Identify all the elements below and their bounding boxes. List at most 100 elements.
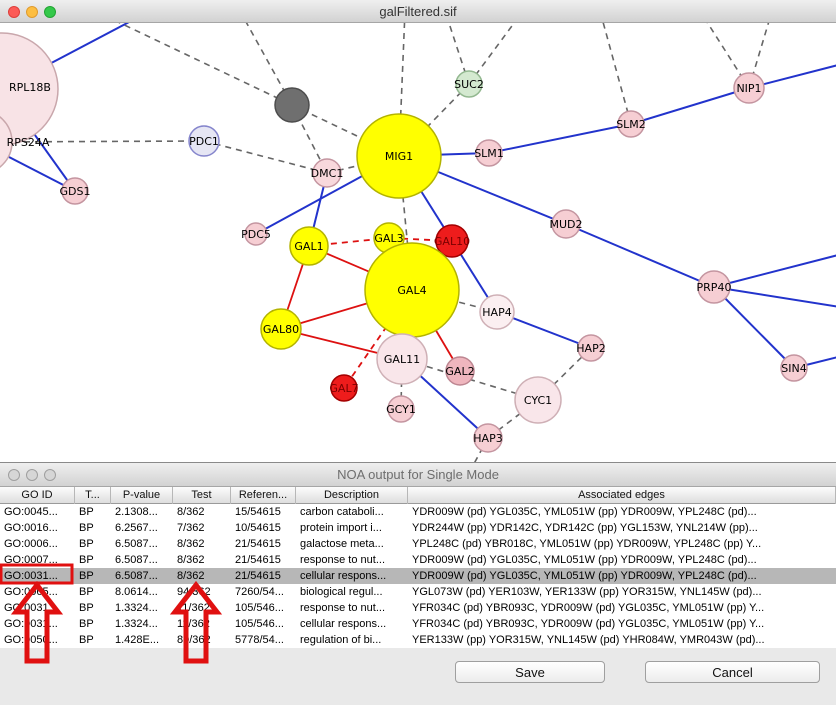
node-label-SLM2: SLM2 [616, 118, 646, 131]
table-row[interactable]: GO:0050...BP1.428E...80/3625778/54...reg… [0, 632, 836, 648]
table-cell: 21/54615 [231, 552, 296, 568]
table-cell: 1.3324... [111, 600, 173, 616]
table-cell: 1.428E... [111, 632, 173, 648]
noa-window-titlebar[interactable]: NOA output for Single Mode [0, 463, 836, 487]
table-cell: 6.5087... [111, 536, 173, 552]
table-cell: 7/362 [173, 520, 231, 536]
edge-SLM1-SLM2[interactable] [489, 124, 631, 153]
table-cell: regulation of bi... [296, 632, 408, 648]
cancel-button[interactable]: Cancel [645, 661, 820, 683]
table-cell: YGL073W (pd) YER103W, YER133W (pp) YOR31… [408, 584, 836, 600]
edge-pt2-DARK[interactable] [95, 23, 292, 105]
save-button[interactable]: Save [455, 661, 605, 683]
edge-PRP40-SIN4[interactable] [714, 287, 794, 368]
node-label-HAP2: HAP2 [576, 342, 605, 355]
column-header-2[interactable]: P-value [111, 487, 173, 504]
network-canvas[interactable]: RPL18BRPS24AGDS1PDC1MIG1SUC2SLM1SLM2NIP1… [0, 23, 836, 462]
minimize-button[interactable] [26, 6, 38, 18]
table-cell: 10/54615 [231, 520, 296, 536]
table-row[interactable]: GO:0031...BP1.3324...11/362105/546...res… [0, 600, 836, 616]
table-cell: 1.3324... [111, 616, 173, 632]
table-cell: 2.1308... [111, 504, 173, 520]
close-button[interactable] [8, 469, 20, 481]
table-cell: YER133W (pp) YOR315W, YNL145W (pd) YHR08… [408, 632, 836, 648]
table-cell: GO:0031... [0, 616, 75, 632]
table-cell: GO:0016... [0, 520, 75, 536]
node-label-MUD2: MUD2 [549, 218, 582, 231]
network-window-titlebar[interactable]: galFiltered.sif [0, 0, 836, 23]
node-label-GAL7: GAL7 [329, 382, 358, 395]
table-cell: biological regul... [296, 584, 408, 600]
node-label-GCY1: GCY1 [386, 403, 416, 416]
table-cell: 11/362 [173, 616, 231, 632]
table-cell: GO:0031... [0, 568, 75, 584]
table-cell: 5778/54... [231, 632, 296, 648]
table-row[interactable]: GO:0031...BP1.3324...11/362105/546...cel… [0, 616, 836, 632]
table-cell: 21/54615 [231, 536, 296, 552]
window-title: galFiltered.sif [0, 0, 836, 23]
table-cell: response to nut... [296, 600, 408, 616]
table-cell: YFR034C (pd) YBR093C, YDR009W (pd) YGL03… [408, 616, 836, 632]
column-header-1[interactable]: T... [75, 487, 111, 504]
table-cell: BP [75, 536, 111, 552]
table-cell: YDR244W (pp) YDR142C, YDR142C (pp) YGL15… [408, 520, 836, 536]
node-label-CYC1: CYC1 [524, 394, 552, 407]
edge-MUD2-PRP40[interactable] [566, 224, 714, 287]
node-label-SIN4: SIN4 [781, 362, 806, 375]
table-cell: 11/362 [173, 600, 231, 616]
table-cell: GO:0006... [0, 536, 75, 552]
node-label-PDC5: PDC5 [241, 228, 271, 241]
table-cell: carbon cataboli... [296, 504, 408, 520]
zoom-button[interactable] [44, 469, 56, 481]
table-cell: BP [75, 520, 111, 536]
zoom-button[interactable] [44, 6, 56, 18]
table-cell: 8.0614... [111, 584, 173, 600]
edge-SLM2-NIP1[interactable] [631, 88, 749, 124]
node-label-RPS24A: RPS24A [7, 136, 50, 149]
traffic-lights-inactive [8, 469, 56, 481]
node-label-GAL2: GAL2 [445, 365, 474, 378]
window-title: NOA output for Single Mode [0, 463, 836, 487]
column-header-5[interactable]: Description [296, 487, 408, 504]
table-row[interactable]: GO:0031...BP6.5087...8/36221/54615cellul… [0, 568, 836, 584]
node-label-SUC2: SUC2 [454, 78, 484, 91]
table-body: GO:0045...BP2.1308...8/36215/54615carbon… [0, 504, 836, 648]
edge-SLM2-pt6[interactable] [600, 23, 631, 124]
table-row[interactable]: GO:0016...BP6.2567...7/36210/54615protei… [0, 520, 836, 536]
table-cell: YDR009W (pd) YGL035C, YML051W (pp) YDR00… [408, 504, 836, 520]
table-cell: 8/362 [173, 536, 231, 552]
node-label-NIP1: NIP1 [736, 82, 761, 95]
table-cell: BP [75, 632, 111, 648]
node-label-MIG1: MIG1 [385, 150, 413, 163]
table-row[interactable]: GO:0045...BP2.1308...8/36215/54615carbon… [0, 504, 836, 520]
column-header-0[interactable]: GO ID [0, 487, 75, 504]
node-label-GAL11: GAL11 [384, 353, 420, 366]
table-cell: 21/54615 [231, 568, 296, 584]
table-row[interactable]: GO:0065...BP8.0614...94/3627260/54...bio… [0, 584, 836, 600]
table-cell: 15/54615 [231, 504, 296, 520]
node-label-HAP4: HAP4 [482, 306, 511, 319]
table-cell: BP [75, 584, 111, 600]
close-button[interactable] [8, 6, 20, 18]
column-header-3[interactable]: Test [173, 487, 231, 504]
edge-PDC1-DMC1[interactable] [204, 141, 327, 173]
table-cell: 6.5087... [111, 568, 173, 584]
table-cell: protein import i... [296, 520, 408, 536]
table-row[interactable]: GO:0007...BP6.5087...8/36221/54615respon… [0, 552, 836, 568]
table-row[interactable]: GO:0006...BP6.5087...8/36221/54615galact… [0, 536, 836, 552]
table-cell: BP [75, 568, 111, 584]
node-unlabeled[interactable] [275, 88, 309, 122]
edge-PRP40-pr2[interactable] [714, 253, 836, 287]
column-header-6[interactable]: Associated edges [408, 487, 836, 504]
table-cell: 105/546... [231, 616, 296, 632]
table-cell: response to nut... [296, 552, 408, 568]
network-graph[interactable]: RPL18BRPS24AGDS1PDC1MIG1SUC2SLM1SLM2NIP1… [0, 23, 836, 462]
table-cell: BP [75, 552, 111, 568]
table-cell: YDR009W (pd) YGL035C, YML051W (pp) YDR00… [408, 568, 836, 584]
table-cell: cellular respons... [296, 616, 408, 632]
column-header-4[interactable]: Referen... [231, 487, 296, 504]
minimize-button[interactable] [26, 469, 38, 481]
table-cell: cellular respons... [296, 568, 408, 584]
table-cell: GO:0045... [0, 504, 75, 520]
table-header: GO IDT...P-valueTestReferen...Descriptio… [0, 487, 836, 504]
